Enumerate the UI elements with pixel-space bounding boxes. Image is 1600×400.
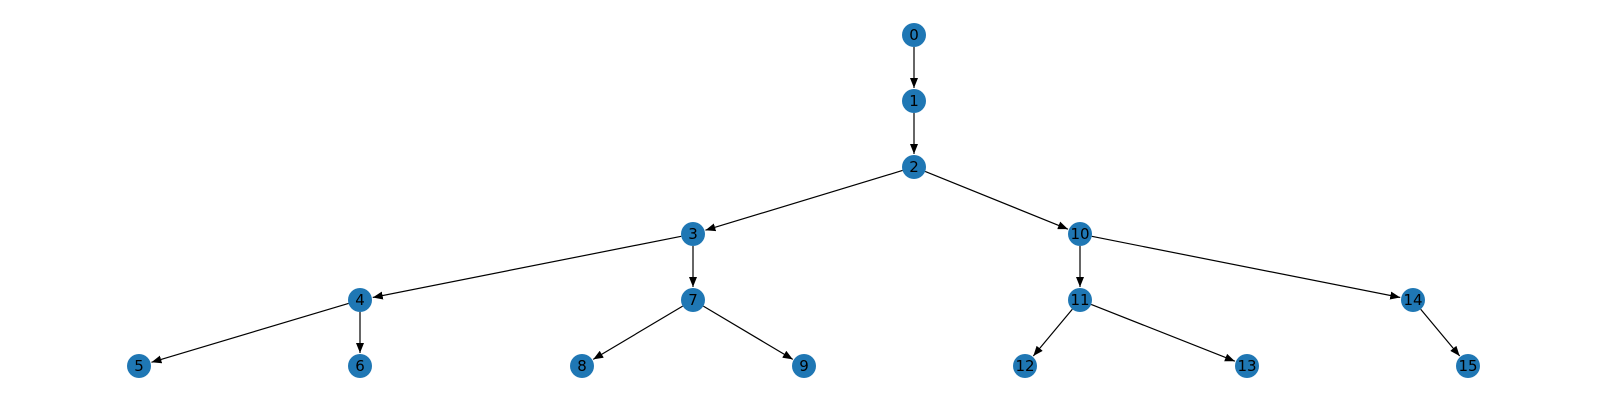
node-3: 3	[681, 222, 705, 246]
node-circle	[902, 89, 926, 113]
node-circle	[1068, 288, 1092, 312]
node-label: 9	[799, 357, 809, 375]
node-1: 1	[902, 89, 926, 113]
node-2: 2	[902, 155, 926, 179]
edge-11-to-12	[1032, 308, 1073, 357]
node-label: 5	[134, 357, 144, 375]
node-label: 7	[688, 291, 698, 309]
node-7: 7	[681, 288, 705, 312]
edge-10-to-14	[1091, 235, 1401, 300]
node-circle	[127, 354, 151, 378]
node-0: 0	[902, 23, 926, 47]
edge-14-to-15	[1420, 308, 1461, 357]
node-4: 4	[348, 288, 372, 312]
edge-2-to-10	[924, 170, 1069, 230]
node-label: 3	[688, 225, 698, 243]
node-12: 12	[1013, 354, 1037, 378]
node-label: 14	[1403, 291, 1422, 309]
edges	[151, 47, 1461, 364]
node-circle	[681, 288, 705, 312]
node-label: 11	[1070, 291, 1089, 309]
node-circle	[681, 222, 705, 246]
node-label: 13	[1237, 357, 1256, 375]
edge-3-to-4	[372, 235, 682, 300]
node-6: 6	[348, 354, 372, 378]
node-circle	[1068, 222, 1092, 246]
node-13: 13	[1235, 354, 1259, 378]
node-15: 15	[1456, 354, 1480, 378]
node-circle	[1235, 354, 1259, 378]
node-label: 1	[909, 92, 919, 110]
edge-7-to-9	[703, 305, 794, 360]
node-label: 4	[355, 291, 365, 309]
node-circle	[902, 155, 926, 179]
node-label: 10	[1070, 225, 1089, 243]
node-label: 6	[355, 357, 365, 375]
node-circle	[1013, 354, 1037, 378]
node-label: 15	[1458, 357, 1477, 375]
edge-4-to-5	[151, 302, 349, 364]
node-11: 11	[1068, 288, 1092, 312]
edge-11-to-13	[1090, 303, 1236, 362]
node-10: 10	[1068, 222, 1092, 246]
node-label: 0	[909, 26, 919, 44]
node-9: 9	[792, 354, 816, 378]
node-label: 2	[909, 158, 919, 176]
edge-2-to-3	[705, 169, 903, 232]
node-14: 14	[1401, 288, 1425, 312]
node-label: 12	[1015, 357, 1034, 375]
node-circle	[348, 288, 372, 312]
node-circle	[792, 354, 816, 378]
edge-7-to-8	[592, 305, 683, 360]
node-circle	[348, 354, 372, 378]
node-circle	[1456, 354, 1480, 378]
node-circle	[1401, 288, 1425, 312]
node-5: 5	[127, 354, 151, 378]
node-8: 8	[570, 354, 594, 378]
node-circle	[570, 354, 594, 378]
node-label: 8	[577, 357, 587, 375]
node-circle	[902, 23, 926, 47]
